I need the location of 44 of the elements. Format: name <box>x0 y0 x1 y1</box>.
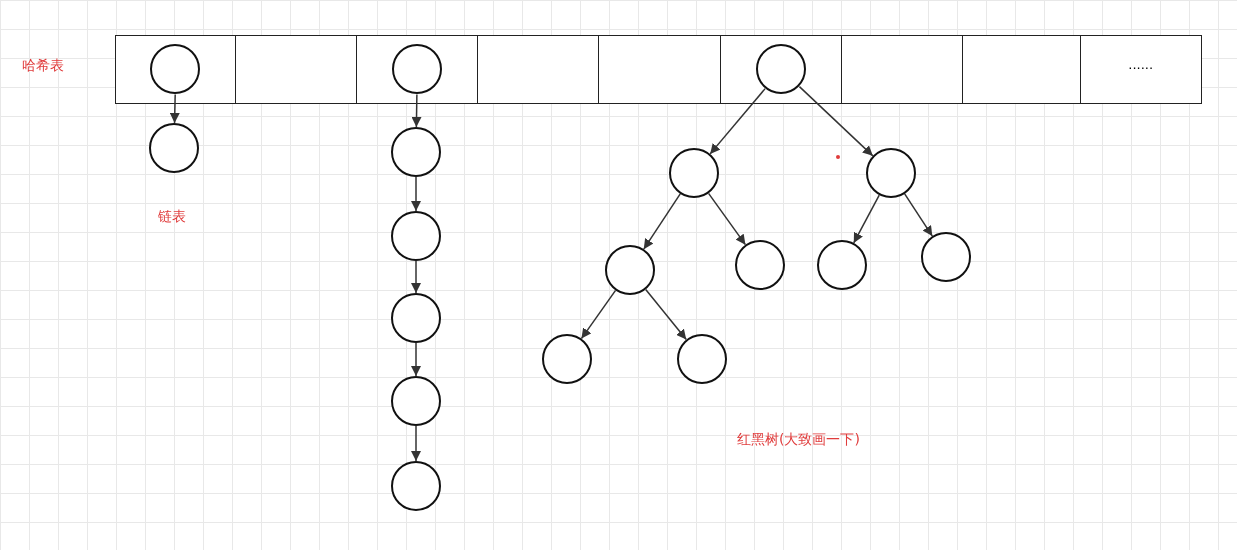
hash-bucket-cell <box>962 35 1082 104</box>
node-circle <box>391 461 441 511</box>
annotation-text: 链表 <box>158 208 186 226</box>
node-circle <box>391 376 441 426</box>
node-circle <box>817 240 867 290</box>
hash-bucket-cell <box>598 35 722 104</box>
arrow <box>707 192 747 246</box>
hash-bucket-cell <box>477 35 600 104</box>
annotation-text: 红黑树(大致画一下) <box>737 431 860 449</box>
node-circle <box>605 245 655 295</box>
node-circle <box>735 240 785 290</box>
node-circle <box>391 293 441 343</box>
arrow <box>853 194 880 244</box>
node-circle <box>677 334 727 384</box>
arrow <box>644 288 688 341</box>
node-circle <box>391 44 442 94</box>
arrow <box>411 342 421 377</box>
hash-bucket-cell <box>235 35 358 104</box>
arrow <box>798 85 874 157</box>
node-circle <box>391 127 441 177</box>
arrow <box>411 425 421 462</box>
node-circle <box>921 232 971 282</box>
node-circle <box>866 148 916 198</box>
arrow <box>903 193 934 237</box>
arrow <box>411 260 421 294</box>
node-circle <box>669 148 719 198</box>
arrow <box>643 193 681 250</box>
annotation-text: 哈希表 <box>22 57 64 75</box>
hash-bucket-cell <box>841 35 964 104</box>
node-circle <box>391 211 441 261</box>
arrow <box>709 87 766 155</box>
arrow <box>411 93 422 128</box>
node-circle <box>542 334 592 384</box>
arrow <box>580 289 617 340</box>
hash-bucket-cell <box>356 35 479 104</box>
hash-bucket-cell <box>115 35 237 104</box>
arrow <box>169 93 180 124</box>
node-circle <box>149 123 199 173</box>
hash-bucket-cell <box>1080 35 1202 104</box>
node-circle <box>150 44 201 94</box>
hash-bucket-cell <box>720 35 843 104</box>
arrow <box>411 176 421 212</box>
node-circle <box>755 44 806 94</box>
ellipsis-text: ...... <box>1128 57 1154 72</box>
